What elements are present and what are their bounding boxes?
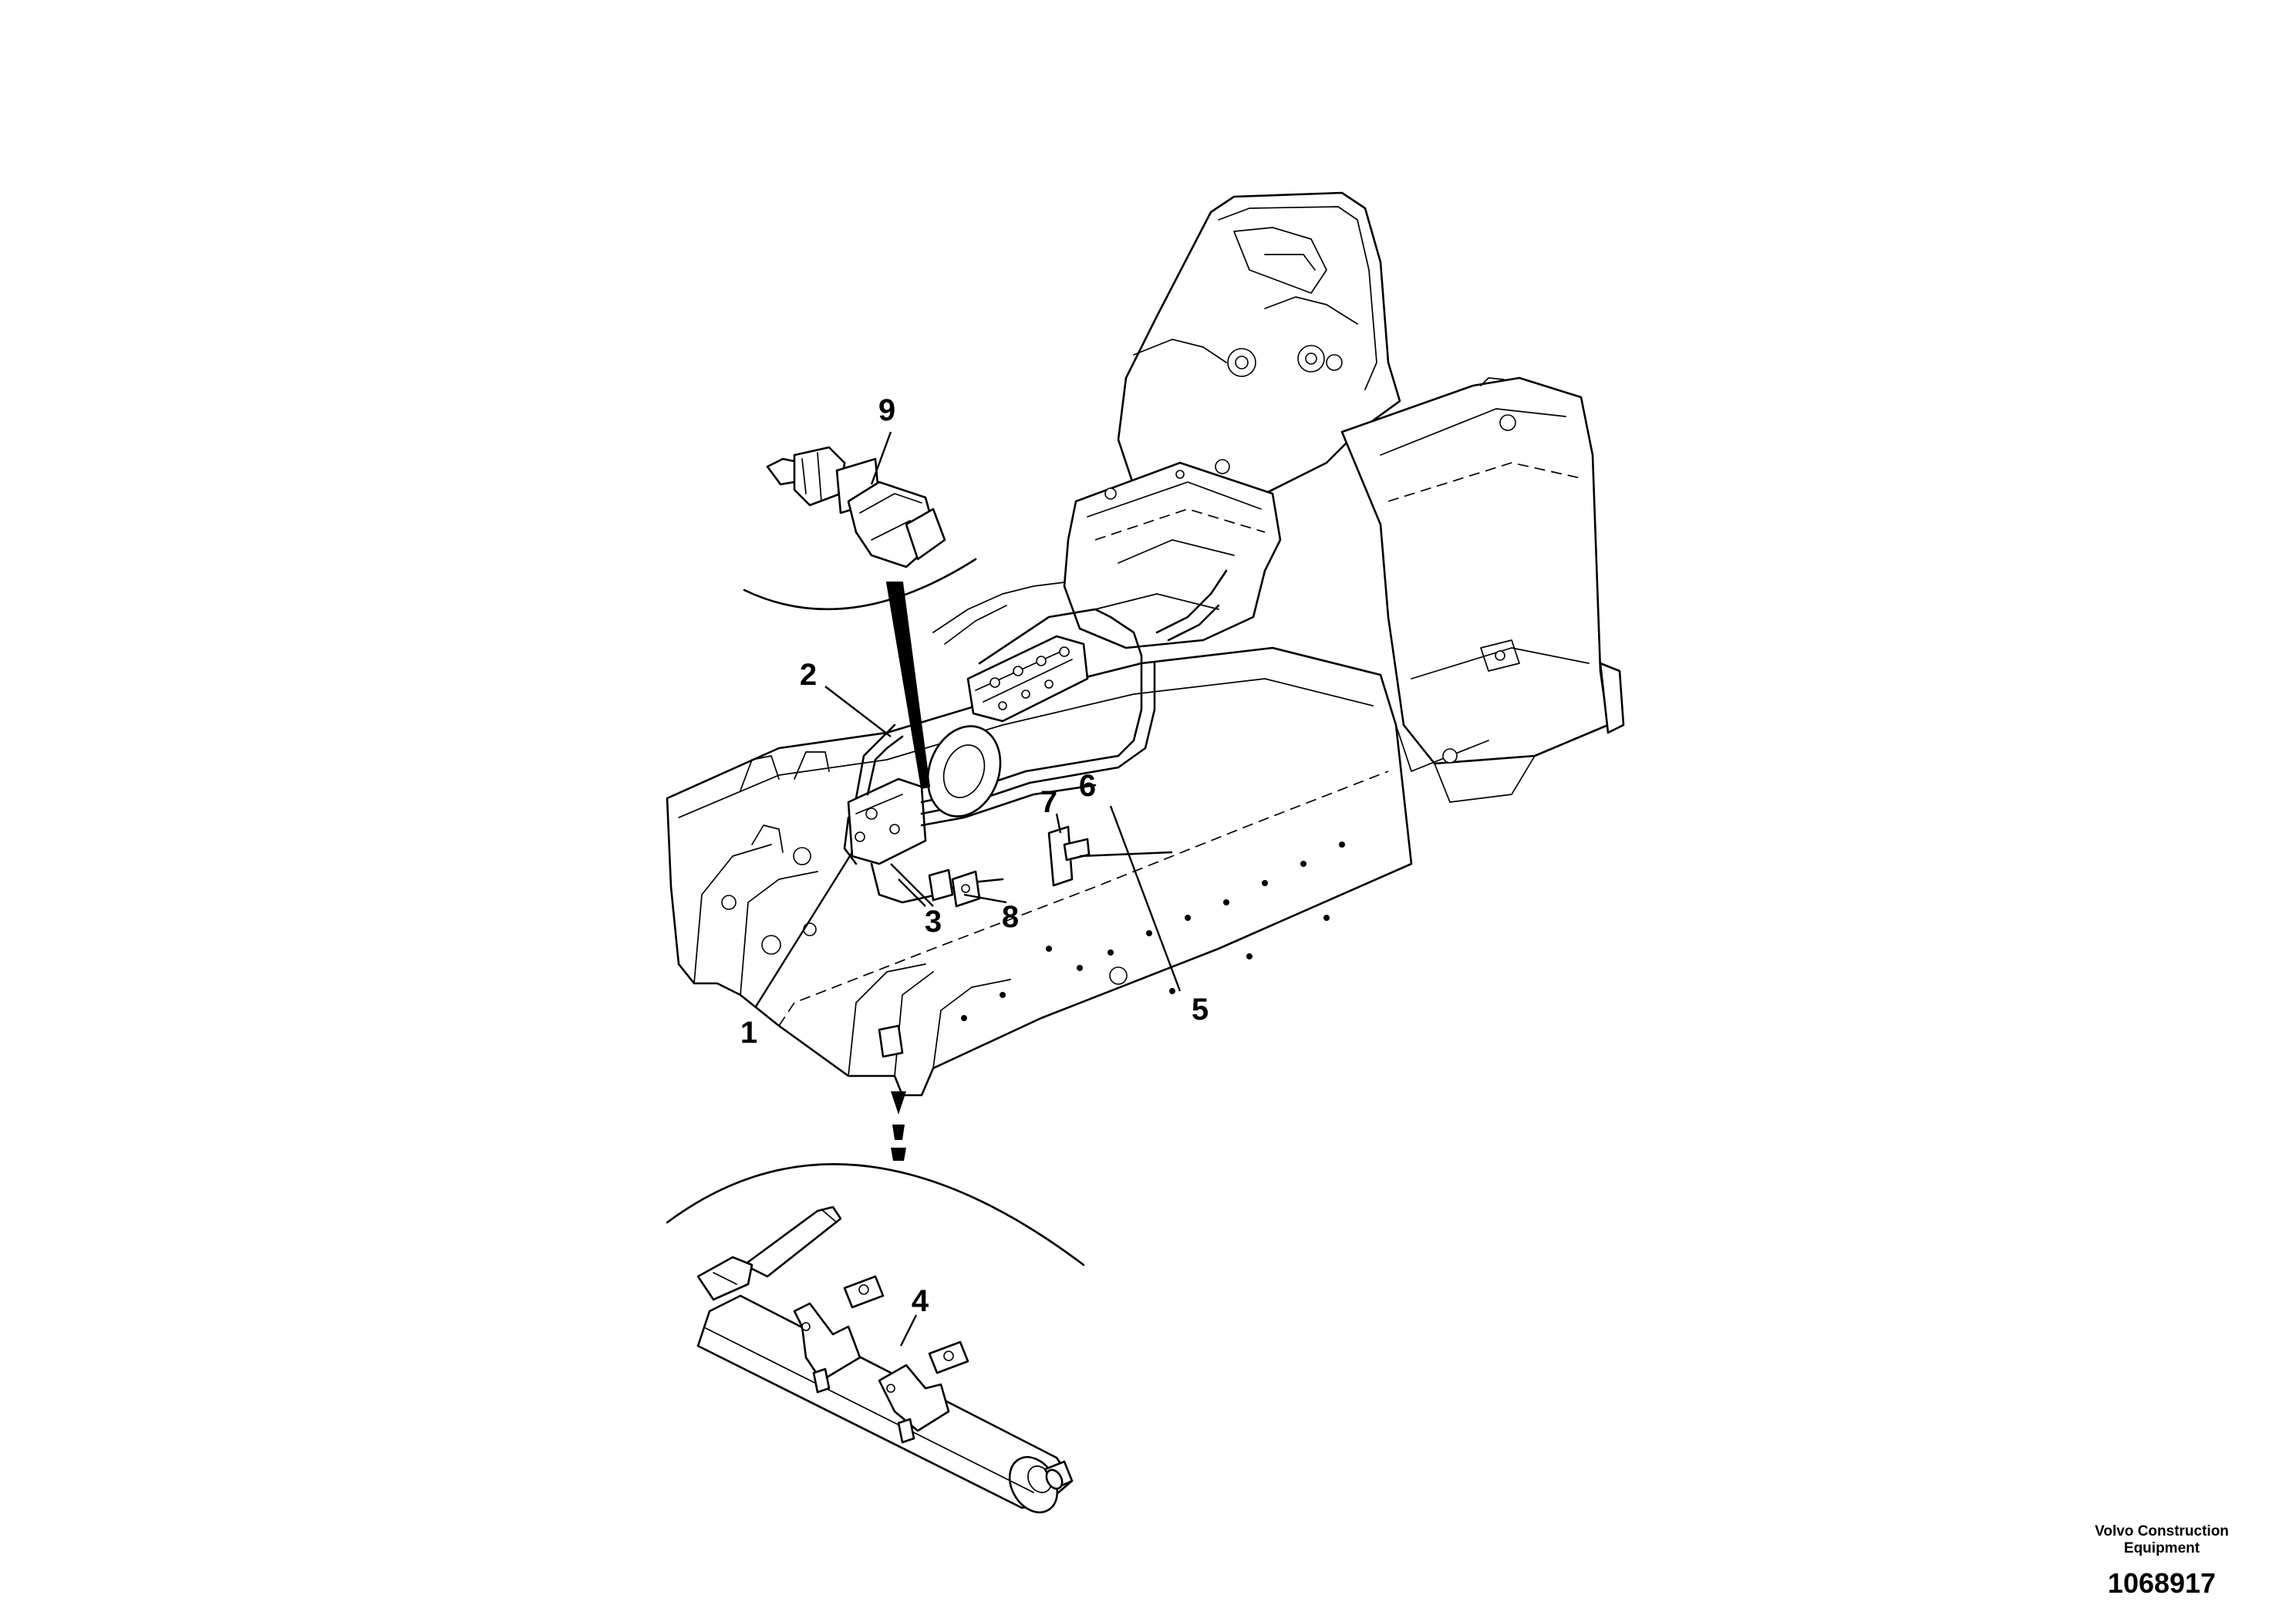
- callout-7: 7: [1040, 785, 1057, 819]
- brand-name: Volvo Construction Equipment: [2095, 1523, 2229, 1556]
- callout-6: 6: [1079, 769, 1096, 803]
- callout-5: 5: [1192, 993, 1209, 1027]
- leader-lines: [754, 686, 1182, 1007]
- machine-frame: [666, 191, 1625, 1097]
- callout-2: 2: [800, 658, 817, 692]
- callout-4: 4: [912, 1284, 929, 1318]
- callout-9: 9: [878, 393, 895, 427]
- detail-pressure-sensor: [743, 431, 977, 790]
- detail-accumulator: [666, 1091, 1085, 1514]
- part-number: 1068917: [2107, 1567, 2217, 1599]
- callout-1: 1: [740, 1016, 757, 1050]
- callout-8: 8: [1002, 900, 1019, 934]
- hydraulic-lines: [843, 569, 1228, 908]
- callout-3: 3: [925, 905, 942, 939]
- brand-block: Volvo Construction Equipment 1068917: [2085, 1523, 2239, 1599]
